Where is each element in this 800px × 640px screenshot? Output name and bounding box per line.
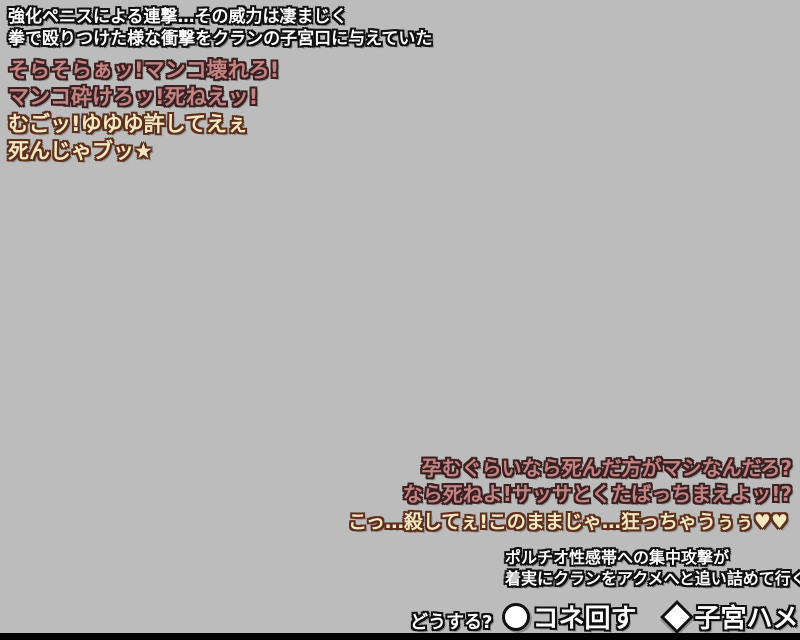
dialogue-line: マンコ砕けろッ!死ねえッ! (8, 85, 259, 109)
choice-prompt: どうする? (410, 611, 493, 633)
dialogue-pink-bottom: 孕むぐらいなら死んだ方がマシなんだろ? なら死ねよ!サッサとくたばっちまえよッ!… (403, 455, 792, 507)
dialogue-line: なら死ねよ!サッサとくたばっちまえよッ!? (402, 482, 792, 506)
narration-line: 強化ペニスによる連撃…その威力は凄まじく (8, 7, 348, 27)
diamond-icon (660, 599, 695, 634)
dialogue-cream-top: むごッ!ゆゆゆ許してえぇ 死んじゃブッ★ (8, 111, 248, 165)
narration-line: 着実にクランをアクメへと追い詰めて行く (505, 569, 800, 588)
bottom-bar (0, 633, 800, 640)
dialogue-pink-top: そらそらぁッ!マンコ壊れろ! マンコ砕けろッ!死ねえッ! (8, 57, 279, 111)
circle-icon (502, 602, 531, 631)
choice-option-shikyuu-hame[interactable]: 子宮ハメ (660, 598, 799, 635)
narration-top: 強化ペニスによる連撃…その威力は凄まじく 拳で殴りつけた様な衝撃をクランの子宮口… (8, 6, 432, 50)
narration-line: ポルチオ性感帯への集中攻撃が (505, 548, 730, 567)
dialogue-line: むごッ!ゆゆゆ許してえぇ (8, 112, 248, 136)
dialogue-cream-bottom: こっ…殺してぇ!このままじゃ…狂っちゃうぅぅ♥♥ (348, 510, 788, 535)
dialogue-line: 孕むぐらいなら死んだ方がマシなんだろ? (421, 456, 792, 480)
dialogue-line: 死んじゃブッ★ (8, 139, 153, 163)
choice-option-label: 子宮ハメ (694, 604, 799, 634)
dialogue-line: そらそらぁッ!マンコ壊れろ! (8, 58, 280, 82)
choice-option-kone-mawasu[interactable]: コネ回す (502, 598, 636, 635)
narration-bottom: ポルチオ性感帯への集中攻撃が 着実にクランをアクメへと追い詰めて行く (505, 547, 800, 589)
choice-option-label: コネ回す (532, 604, 637, 634)
dialogue-line: こっ…殺してぇ!このままじゃ…狂っちゃうぅぅ♥♥ (348, 511, 788, 533)
narration-line: 拳で殴りつけた様な衝撃をクランの子宮口に与えていた (8, 29, 433, 49)
choice-row: どうする? コネ回す 子宮ハメ (410, 598, 798, 635)
